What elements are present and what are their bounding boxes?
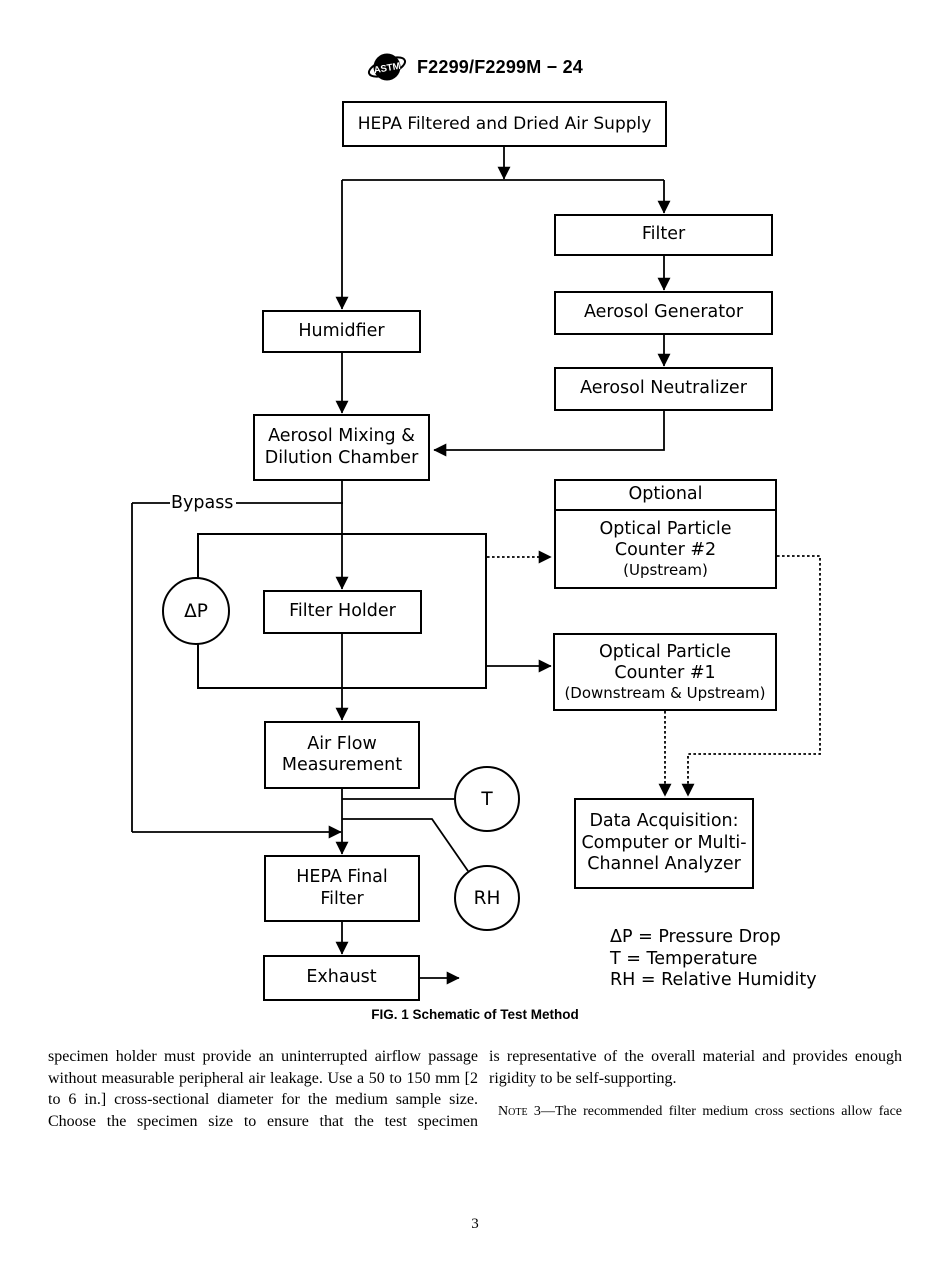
astm-logo-icon: ASTM [367,53,407,81]
body-right-column: is representative of the overall materia… [489,1046,902,1121]
right-column-paragraph: is representative of the overall materia… [489,1048,902,1087]
left-column-paragraph: specimen holder must provide an uninterr… [48,1048,478,1130]
svg-text:ASTM: ASTM [373,61,401,77]
legend-pressure-drop: ΔP = Pressure Drop [610,927,781,947]
document-designation: F2299/F2299M − 24 [416,56,583,77]
page-header: ASTM F2299/F2299M − 24 [0,46,950,88]
relative-humidity-gauge: RH [454,865,520,931]
node-optical-particle-counter-1: Optical Particle Counter #1 (Downstream … [553,633,777,711]
delta-p-gauge: ΔP [162,577,230,645]
diagram-legend: ΔP = Pressure Drop T = Temperature RH = … [610,927,817,992]
body-left-column: specimen holder must provide an uninterr… [48,1046,478,1132]
bypass-label: Bypass [171,493,234,513]
note-label: Note 3 [498,1104,541,1119]
legend-temperature: T = Temperature [610,948,758,969]
opc2-optional-header: Optional [556,481,775,512]
node-hepa-air-supply: HEPA Filtered and Dried Air Supply [342,101,667,147]
node-hepa-final-filter: HEPA Final Filter [264,855,420,922]
page-number: 3 [471,1216,479,1232]
node-filter-holder: Filter Holder [263,590,422,634]
node-filter: Filter [554,214,773,256]
note-3-paragraph: Note 3—The recommended filter medium cro… [489,1103,902,1121]
node-aerosol-neutralizer: Aerosol Neutralizer [554,367,773,411]
figure-caption: FIG. 1 Schematic of Test Method [371,1007,579,1022]
note-text: —The recommended filter medium cross sec… [540,1104,902,1119]
node-data-acquisition: Data Acquisition: Computer or Multi- Cha… [574,798,754,889]
node-exhaust: Exhaust [263,955,420,1001]
node-air-flow-measurement: Air Flow Measurement [264,721,420,789]
line-neutralizer-to-chamber [433,411,665,457]
legend-relative-humidity: RH = Relative Humidity [610,970,817,990]
node-humidifier: Humidfier [262,310,421,353]
node-mixing-chamber: Aerosol Mixing & Dilution Chamber [253,414,430,481]
temperature-gauge: T [454,766,520,832]
dotted-opc2-to-dataacq [681,555,821,797]
node-optical-particle-counter-2: Optional Optical Particle Counter #2 (Up… [554,479,777,589]
line-branch-to-rh [342,818,469,872]
node-aerosol-generator: Aerosol Generator [554,291,773,335]
